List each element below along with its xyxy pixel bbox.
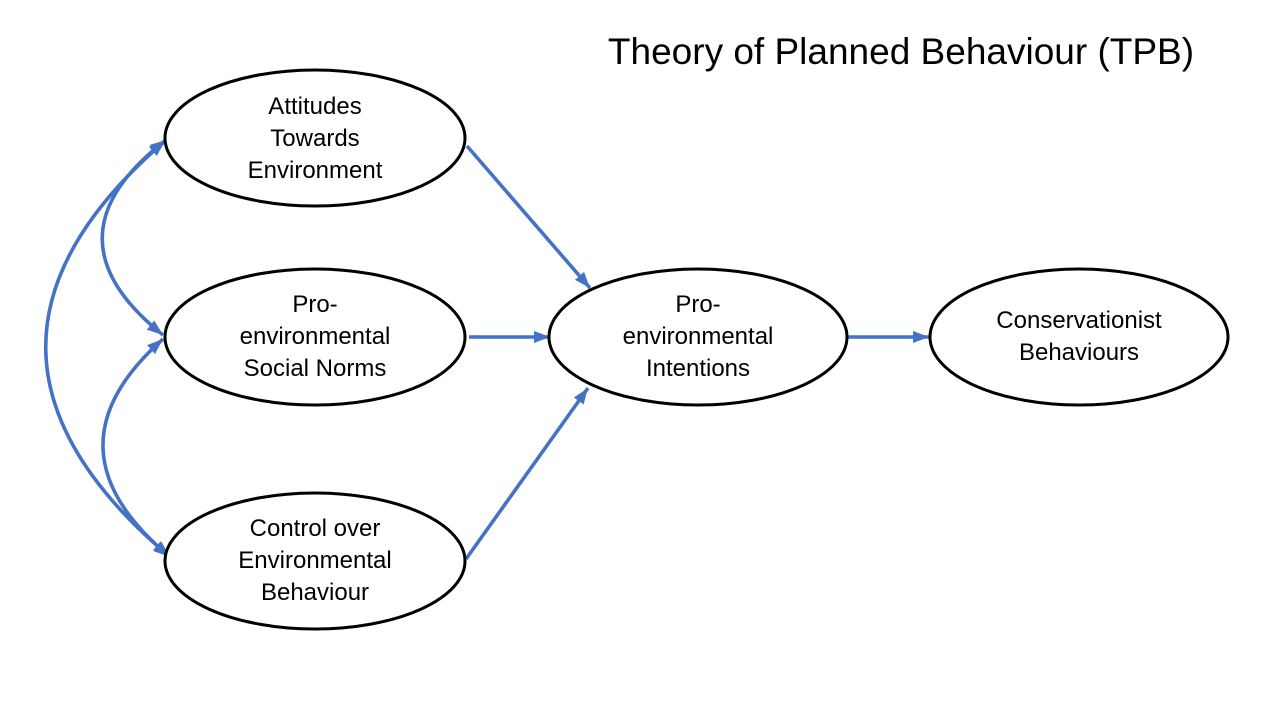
node-label-line: Control over [249, 515, 381, 542]
node-label-attitudes: Attitudes Towards Environment [248, 91, 383, 187]
node-label-line: Pro- [675, 291, 721, 318]
arrow-control-to-intentions [464, 386, 590, 561]
node-label-line: Attitudes [268, 93, 362, 120]
arrow-attitudes-control [43, 139, 172, 559]
node-label-line: environmental [239, 323, 391, 350]
node-label-line: Intentions [645, 355, 751, 382]
node-label-line: Social Norms [243, 355, 387, 382]
node-label-line: Pro- [292, 291, 338, 318]
page-title: Theory of Planned Behaviour (TPB) [607, 31, 1195, 72]
node-label-line: Towards [270, 125, 360, 152]
node-label-line: Behaviour [260, 579, 370, 606]
node-ellipse-intentions [547, 267, 849, 407]
node-ellipse-conservationist [928, 267, 1230, 407]
node-ellipse-attitudes [163, 68, 467, 208]
node-label-line: Behaviours [1018, 339, 1140, 366]
node-label-social-norms: Pro- environmental Social Norms [240, 289, 391, 385]
node-label-conservationist: Conservationist Behaviours [996, 305, 1161, 369]
node-ellipse-control [163, 491, 467, 631]
node-label-intentions: Pro- environmental Intentions [623, 289, 774, 385]
node-ellipse-social-norms [163, 267, 467, 407]
node-label-control: Control over Environmental Behaviour [238, 513, 391, 609]
node-label-line: Environment [247, 157, 383, 184]
node-label-line: environmental [622, 323, 774, 350]
arrow-attitudes-to-intentions [465, 144, 592, 290]
node-label-line: Environmental [238, 547, 392, 574]
node-label-line: Conservationist [996, 307, 1162, 334]
